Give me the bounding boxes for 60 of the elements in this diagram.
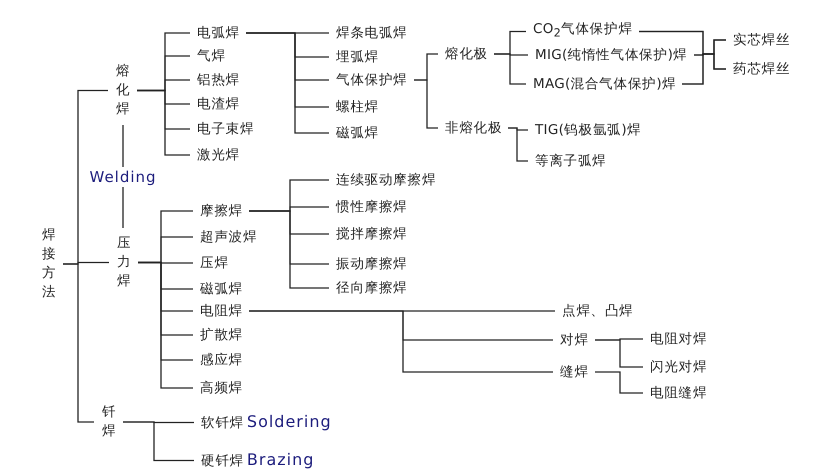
category-label: 埋弧焊: [336, 48, 379, 66]
category-label: 惯性摩擦焊: [336, 198, 408, 216]
category-label: 气焊: [197, 47, 226, 65]
connector-line: [138, 262, 193, 389]
category-label: 闪光对焊: [650, 358, 708, 376]
category-label: 硬钎焊: [201, 452, 244, 468]
category-label: 熔化焊: [115, 62, 131, 119]
category-label: 非熔化极: [445, 119, 502, 137]
category-label: 振动摩擦焊: [336, 255, 408, 273]
category-label: 电阻对焊: [650, 330, 708, 348]
category-label: 软钎焊: [201, 414, 244, 430]
category-label: 搅拌摩擦焊: [336, 225, 408, 243]
category-label: 缝焊: [560, 363, 589, 381]
category-label: 电子束焊: [197, 120, 254, 138]
category-label: 电阻焊: [200, 302, 243, 320]
category-label: 连续驱动摩擦焊: [336, 171, 436, 189]
category-label: 熔化极: [445, 45, 488, 63]
connector-line: [137, 90, 190, 156]
category-label: 磁弧焊: [200, 280, 243, 298]
category-label: 径向摩擦焊: [336, 279, 408, 297]
connector-line: [249, 310, 553, 373]
category-label: 铝热焊: [197, 71, 240, 89]
category-label: 对焊: [560, 331, 589, 349]
category-label: 压力焊: [116, 234, 132, 291]
connector-line: [595, 339, 643, 368]
connector-line: [249, 210, 329, 289]
category-label: MIG(纯惰性气体保护)焊: [535, 46, 688, 64]
category-label: 等离子弧焊: [535, 152, 606, 170]
category-label: 实芯焊丝: [733, 31, 790, 49]
connector-line: [414, 79, 438, 129]
category-label: 压焊: [200, 254, 229, 272]
category-label: TIG(钨极氩弧)焊: [535, 121, 642, 139]
category-label: 钎焊: [101, 403, 117, 441]
connector-line: [508, 127, 528, 162]
english-term: Brazing: [246, 450, 314, 468]
category-label: 磁弧焊: [336, 124, 379, 142]
connector-line: [63, 263, 94, 423]
connector-line: [595, 371, 643, 394]
category-label: 螺柱焊: [336, 98, 379, 116]
category-label: 药芯焊丝: [733, 60, 790, 78]
category-label: CO$_{2}$气体保护焊: [533, 20, 633, 42]
category-label: 感应焊: [200, 351, 243, 369]
category-label: 电阻缝焊: [650, 384, 708, 402]
category-label: 摩擦焊: [200, 202, 243, 220]
category-label: 气体保护焊: [336, 71, 408, 89]
connector-line: [494, 53, 526, 85]
category-label: 点焊、凸焊: [562, 302, 634, 320]
category-label: 扩散焊: [200, 326, 243, 344]
english-term: Soldering: [246, 412, 332, 430]
category-label: 电弧焊: [197, 24, 240, 42]
category-label: 焊条电弧焊: [336, 24, 408, 42]
category-label: 焊接方法: [41, 226, 57, 302]
connector-line: [246, 32, 329, 134]
connector-line: [682, 53, 726, 85]
category-label: MAG(混合气体保护)焊: [533, 75, 676, 93]
category-label: 高频焊: [200, 379, 243, 397]
connector-line: [123, 421, 194, 462]
category-label: 电渣焊: [197, 95, 240, 113]
category-label: 超声波焊: [200, 228, 258, 246]
category-label: 激光焊: [197, 146, 240, 164]
